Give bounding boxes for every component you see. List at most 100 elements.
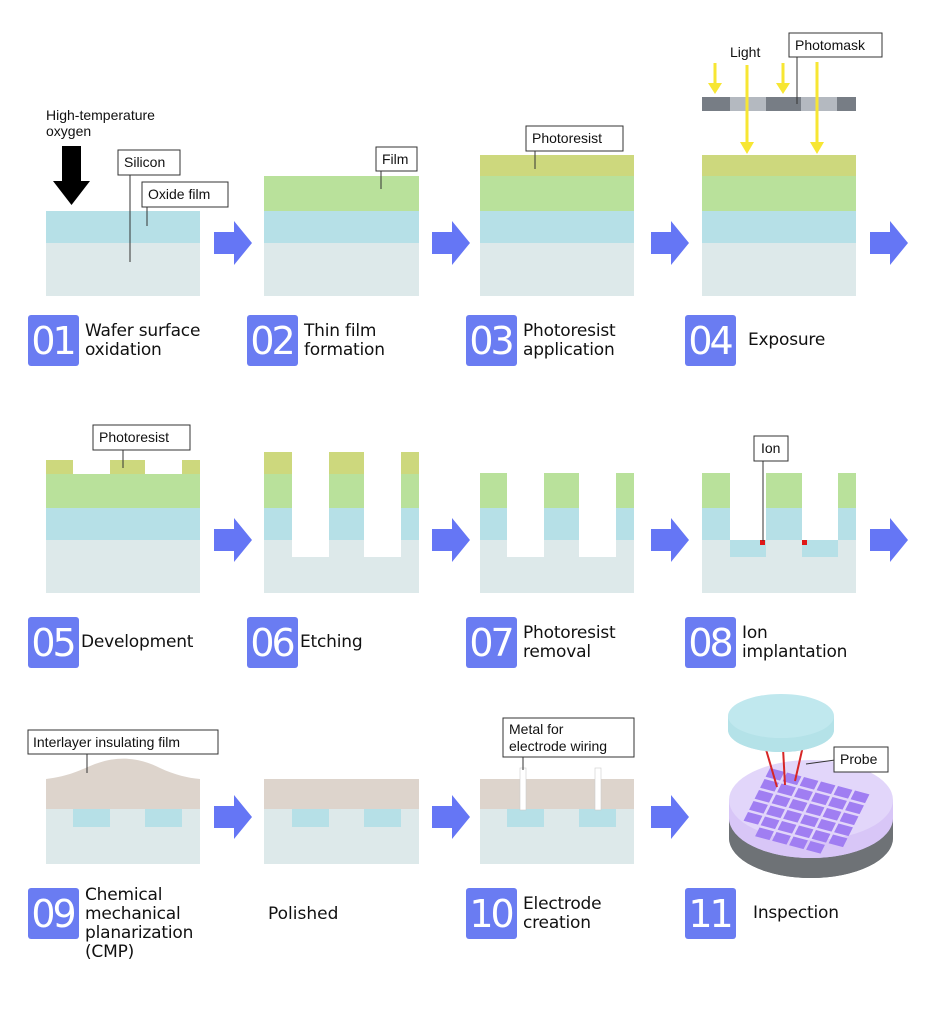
chip [765, 768, 785, 781]
chip [800, 814, 819, 828]
silicon-layer [480, 243, 634, 296]
flow-arrow-icon [870, 221, 908, 265]
oxide-layer [46, 508, 200, 540]
step-title-line: Chemical [85, 885, 163, 905]
silicon-layer [264, 540, 419, 593]
insulating-film-layer [46, 758, 200, 809]
chip [777, 783, 796, 797]
photomask-label: Photomask [795, 37, 866, 53]
step-title-line: Ion [742, 622, 768, 643]
step-05-illustration: Photoresist [46, 424, 200, 593]
photomask [702, 97, 856, 111]
step-06-illustration [264, 452, 419, 593]
step-number-badge: 09 [28, 888, 79, 939]
light-label: Light [730, 44, 760, 60]
step-title-line: (CMP) [85, 942, 135, 962]
flow-arrow-icon [214, 795, 252, 839]
silicon-layer [264, 243, 419, 296]
film-layer [264, 176, 419, 211]
step-number-badge: 07 [466, 617, 517, 668]
step-09-illustration: Interlayer insulating film [27, 729, 219, 864]
step-08-illustration: Ion [702, 435, 856, 593]
step-title-line: implantation [742, 641, 848, 662]
step-title-line: Development [81, 632, 194, 652]
chip [794, 788, 813, 801]
probe-head-icon [728, 694, 834, 752]
chip [754, 790, 774, 803]
step-number-badge: 06 [247, 617, 298, 668]
step-number-badge: 01 [28, 315, 79, 366]
polished-illustration [264, 779, 419, 864]
chip [817, 819, 836, 832]
flow-arrow-icon [651, 518, 689, 562]
oxide-layer [702, 211, 856, 243]
oxide-layer [264, 211, 419, 243]
step-04-illustration: Light Photomask [702, 32, 883, 296]
step-caption: 11 Inspection [685, 888, 839, 939]
step-caption: 06 Etching [247, 617, 363, 668]
oxide-film-label: Oxide film [148, 186, 210, 202]
photoresist-label: Photoresist [532, 130, 602, 146]
insulating-film-layer [264, 779, 419, 809]
metal-wiring [594, 767, 602, 811]
step-07-illustration [480, 473, 634, 593]
polished-caption: Polished [268, 904, 339, 924]
chip [794, 825, 814, 839]
step-title-line: planarization [85, 923, 194, 943]
chip [822, 808, 842, 821]
step-11-illustration: Probe [728, 694, 893, 878]
step-01-illustration: High-temperature oxygen Silicon Oxide fi… [46, 107, 229, 296]
chip-grid [743, 768, 870, 854]
step-number-badge: 08 [685, 617, 736, 668]
silicon-layer [46, 243, 200, 296]
step-title-line: Exposure [748, 330, 826, 350]
flow-arrow-icon [214, 221, 252, 265]
chip [777, 821, 797, 834]
film-layer [46, 474, 200, 508]
interlayer-label: Interlayer insulating film [33, 734, 180, 750]
film-layer [480, 176, 634, 211]
step-title-line: removal [523, 641, 591, 662]
oxygen-label-line1: High-temperature [46, 107, 155, 123]
photoresist-layer [702, 155, 856, 176]
flow-arrow-icon [870, 518, 908, 562]
chip [828, 834, 848, 848]
chip [850, 790, 870, 804]
chip [799, 777, 819, 790]
silicon-label: Silicon [124, 154, 165, 170]
chip [828, 797, 847, 810]
flow-arrow-icon [432, 518, 470, 562]
step-title-line: application [523, 339, 615, 360]
step-title-line: Thin film [304, 320, 377, 341]
step-number-badge: 03 [466, 315, 517, 366]
metal-label-line2: electrode wiring [509, 738, 607, 754]
step-number-badge: 04 [685, 315, 736, 366]
ion-dot [802, 540, 807, 545]
metal-wiring [519, 767, 527, 811]
step-number-badge: 05 [28, 617, 79, 668]
step-title-line: oxidation [85, 339, 162, 360]
oxide-layer [46, 211, 200, 243]
chip [811, 830, 831, 843]
chip [755, 827, 774, 841]
down-arrow-icon [53, 146, 90, 205]
step-03-illustration: Photoresist [480, 125, 634, 296]
photoresist-label: Photoresist [99, 429, 169, 445]
chip [789, 836, 808, 850]
step-title-line: Etching [300, 632, 363, 652]
flow-arrow-icon [432, 221, 470, 265]
step-number-badge: 11 [685, 888, 736, 939]
step-number-badge: 02 [247, 315, 298, 366]
wafer-icon [729, 760, 893, 878]
flow-arrow-icon [432, 795, 470, 839]
chip [816, 781, 836, 795]
film-layer [702, 176, 856, 211]
step-number-badge: 10 [466, 888, 517, 939]
